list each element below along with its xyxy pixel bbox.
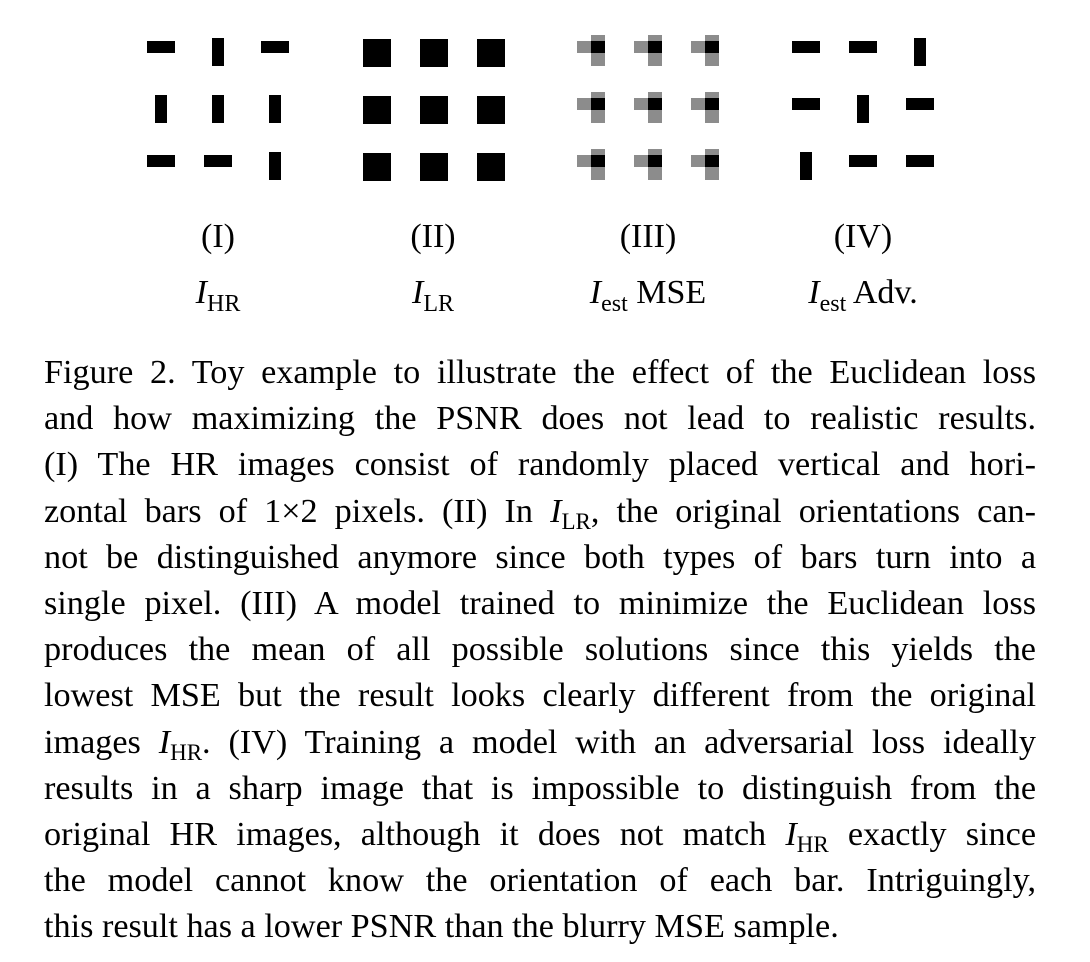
mean-gray-left: [634, 155, 648, 167]
mean-gray-bottom: [591, 167, 605, 180]
caption-line: produces the mean of all possible soluti…: [44, 631, 1036, 669]
single-pixel-block: [363, 39, 391, 67]
mean-gray-top: [648, 35, 662, 41]
panel-symbol: Iest MSE: [589, 274, 707, 317]
mean-gray-left: [577, 98, 591, 110]
caption-line: this result has a lower PSNR than the bl…: [44, 908, 839, 946]
single-pixel-block: [420, 39, 448, 67]
horizontal-bar: [204, 155, 232, 167]
vertical-bar: [269, 95, 281, 123]
vertical-bar: [212, 95, 224, 123]
vertical-bar: [800, 152, 812, 180]
mean-gray-left: [634, 98, 648, 110]
single-pixel-block: [477, 153, 505, 181]
panel-symbol: IHR: [195, 274, 241, 317]
figure-caption: Figure 2. Toy example to illustrate the …: [44, 350, 1036, 950]
mean-dark-center: [648, 155, 662, 167]
caption-line: lowest MSE but the result looks clearly …: [44, 677, 1036, 715]
mean-gray-bottom: [705, 53, 719, 66]
caption-line: images IHR. (IV) Training a model with a…: [44, 723, 1036, 765]
figure-panels: (I) IHR (II) ILR (III) Iest MSE (IV) Iest Adv.: [0, 0, 1090, 320]
mean-gray-left: [691, 41, 705, 53]
caption-line: Figure 2. Toy example to illustrate the …: [44, 354, 1036, 391]
caption-line: the model cannot know the orientation of…: [44, 862, 1036, 900]
mean-gray-top: [591, 149, 605, 155]
mean-gray-bottom: [591, 110, 605, 123]
mean-dark-center: [648, 98, 662, 110]
panel-symbol: ILR: [412, 274, 454, 317]
caption-line: (I) The HR images consist of randomly pl…: [44, 446, 1036, 484]
math-symbol: IHR: [158, 723, 203, 765]
horizontal-bar: [792, 98, 820, 110]
single-pixel-block: [477, 39, 505, 67]
mean-dark-center: [591, 98, 605, 110]
mean-gray-top: [648, 149, 662, 155]
mean-gray-left: [577, 41, 591, 53]
mean-gray-bottom: [648, 167, 662, 180]
vertical-bar: [155, 95, 167, 123]
vertical-bar: [857, 95, 869, 123]
horizontal-bar: [906, 155, 934, 167]
mean-gray-top: [705, 35, 719, 41]
panel-iv-label: (IV) Iest Adv.: [743, 217, 983, 321]
horizontal-bar: [849, 155, 877, 167]
mean-gray-top: [591, 35, 605, 41]
mean-gray-bottom: [648, 53, 662, 66]
horizontal-bar: [261, 41, 289, 53]
single-pixel-block: [363, 153, 391, 181]
horizontal-bar: [906, 98, 934, 110]
single-pixel-block: [363, 96, 391, 124]
mean-gray-top: [648, 92, 662, 98]
single-pixel-block: [477, 96, 505, 124]
mean-gray-top: [705, 149, 719, 155]
horizontal-bar: [792, 41, 820, 53]
caption-line: results in a sharp image that is impossi…: [44, 769, 1036, 807]
mean-gray-left: [577, 155, 591, 167]
mean-gray-bottom: [705, 167, 719, 180]
horizontal-bar: [147, 155, 175, 167]
panel-number: (II): [410, 218, 456, 255]
caption-line: original HR images, although it does not…: [44, 815, 1037, 857]
single-pixel-block: [420, 96, 448, 124]
caption-line: zontal bars of 1×2 pixels. (II) In ILR, …: [44, 492, 1036, 534]
mean-dark-center: [648, 41, 662, 53]
panel-ii-label: (II) ILR: [313, 217, 553, 321]
caption-line: not be distinguished anymore since both …: [44, 538, 1036, 576]
mean-dark-center: [591, 41, 605, 53]
mean-gray-left: [634, 41, 648, 53]
panel-iii-label: (III) Iest MSE: [528, 217, 768, 321]
panel-number: (III): [619, 218, 677, 255]
mean-dark-center: [591, 155, 605, 167]
mean-dark-center: [705, 41, 719, 53]
mean-dark-center: [705, 155, 719, 167]
mean-gray-bottom: [591, 53, 605, 66]
mean-dark-center: [705, 98, 719, 110]
mean-gray-left: [691, 98, 705, 110]
horizontal-bar: [147, 41, 175, 53]
caption-line: and how maximizing the PSNR does not lea…: [44, 400, 1036, 438]
vertical-bar: [212, 38, 224, 66]
mean-gray-bottom: [705, 110, 719, 123]
panel-number: (IV): [833, 218, 893, 255]
mean-gray-left: [691, 155, 705, 167]
vertical-bar: [914, 38, 926, 66]
panel-number: (I): [201, 218, 235, 255]
math-symbol: ILR: [550, 492, 591, 534]
caption-line: single pixel. (III) A model trained to m…: [44, 584, 1036, 622]
horizontal-bar: [849, 41, 877, 53]
mean-gray-top: [591, 92, 605, 98]
single-pixel-block: [420, 153, 448, 181]
panel-symbol: Iest Adv.: [808, 274, 918, 317]
mean-gray-bottom: [648, 110, 662, 123]
mean-gray-top: [705, 92, 719, 98]
math-symbol: IHR: [785, 815, 829, 857]
vertical-bar: [269, 152, 281, 180]
panel-i-label: (I) IHR: [98, 217, 338, 321]
